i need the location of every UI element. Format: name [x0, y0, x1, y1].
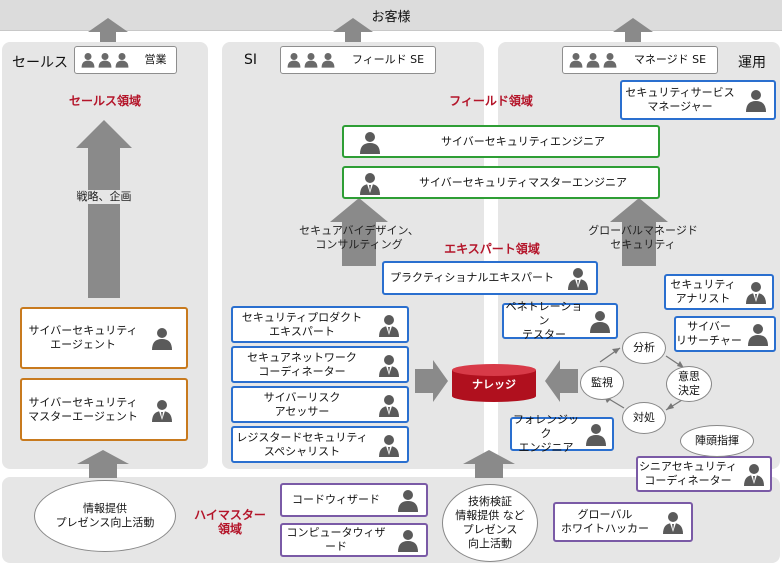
person-icon [344, 130, 388, 154]
sales-region-label: セールス領域 [68, 94, 141, 108]
person-icon [390, 488, 426, 512]
card-cyber-security-master-agent: サイバーセキュリティ マスターエージェント [20, 378, 188, 441]
card-cyber-risk-assessor: サイバーリスク アセッサー [231, 386, 409, 423]
arrow-up-icon [76, 120, 132, 298]
suit-person-icon [371, 433, 407, 457]
person-icon [580, 422, 612, 446]
arrow-up-icon [330, 198, 388, 266]
card-cyber-security-master-engineer: サイバーセキュリティマスターエンジニア [342, 166, 660, 199]
suit-person-icon [655, 510, 691, 534]
card-senior-security-coordinator: シニアセキュリティ コーディネーター [636, 456, 772, 492]
database-icon [452, 364, 536, 402]
tech-verify-bubble: 技術検証 情報提供 など プレゼンス 向上活動 [442, 484, 538, 562]
si-badge-label: フィールド SE [351, 53, 425, 66]
cycle-response: 対処 [622, 402, 666, 434]
card-practitional-expert: プラクティショナルエキスパート [382, 261, 598, 295]
suit-person-icon [144, 398, 186, 422]
cycle-decision: 意思 決定 [666, 366, 712, 402]
sales-badge: 営業 [74, 46, 177, 74]
card-security-product-expert: セキュリティプロダクト エキスパート [231, 306, 409, 343]
suit-person-icon [371, 313, 407, 337]
info-presence-bubble: 情報提供 プレゼンス向上活動 [34, 480, 176, 552]
himaster-region-label: ハイマスター 領域 [194, 508, 266, 536]
knowledge-label: ナレッジ [472, 378, 516, 391]
suit-person-icon [371, 393, 407, 417]
person-icon [390, 528, 426, 552]
arrow-up-icon [610, 198, 668, 266]
person-icon [742, 322, 774, 346]
person-icon [584, 309, 616, 333]
card-code-wizard: コードウィザード [280, 483, 428, 517]
ops-arrow-text: グローバルマネージド セキュリティ [588, 224, 698, 251]
card-penetration-tester: ペネトレーション テスター [502, 300, 618, 341]
arrow-up-icon [463, 450, 515, 478]
sales-arrow-text: 戦略、企画 [64, 190, 144, 204]
card-global-white-hacker: グローバル ホワイトハッカー [553, 502, 693, 542]
arrow-up-icon [88, 18, 128, 42]
si-arrow-text: セキュアバイデザイン、 コンサルティング [299, 224, 419, 251]
ops-title: 運用 [738, 55, 766, 71]
customer-bar: お客様 [0, 0, 782, 31]
suit-person-icon [371, 353, 407, 377]
suit-person-icon [740, 280, 772, 304]
card-secure-network-coordinator: セキュアネットワーク コーディネーター [231, 346, 409, 383]
arrow-up-icon [613, 18, 653, 42]
expert-region-label: エキスパート領域 [444, 242, 540, 256]
field-region-label: フィールド領域 [449, 94, 533, 108]
card-cyber-researcher: サイバー リサーチャー [674, 316, 776, 352]
card-registered-security-specialist: レジスタードセキュリティ スペシャリスト [231, 426, 409, 463]
arrow-left-icon [545, 360, 578, 402]
cycle-analysis: 分析 [622, 332, 666, 364]
arrow-up-icon [77, 450, 129, 478]
cycle-monitoring: 監視 [580, 366, 624, 400]
ops-badge-label: マネージド SE [633, 53, 707, 66]
sales-badge-label: 営業 [144, 53, 167, 66]
si-badge: フィールド SE [280, 46, 436, 74]
suit-person-icon [560, 266, 596, 290]
card-computer-wizard: コンピュータウィザード [280, 523, 428, 557]
arrow-right-icon [415, 360, 448, 402]
card-forensic-engineer: フォレンジック エンジニア [510, 413, 614, 454]
command-bubble: 陣頭指揮 [680, 425, 754, 457]
sales-title: セールス [12, 55, 68, 71]
person-icon [144, 326, 186, 350]
people-group-icon [75, 52, 135, 68]
people-group-icon [563, 52, 623, 68]
card-security-analyst: セキュリティ アナリスト [664, 274, 774, 310]
ops-badge: マネージド SE [562, 46, 718, 74]
card-cyber-security-engineer: サイバーセキュリティエンジニア [342, 125, 660, 158]
suit-person-icon [344, 171, 388, 195]
people-group-icon [281, 52, 341, 68]
suit-person-icon [738, 462, 770, 486]
customer-label: お客様 [371, 9, 411, 25]
card-security-service-manager: セキュリティサービス マネージャー [620, 80, 776, 120]
si-title: SI [244, 52, 258, 68]
card-cyber-security-agent: サイバーセキュリティ エージェント [20, 307, 188, 369]
arrow-up-icon [333, 18, 373, 42]
person-icon [738, 88, 774, 112]
